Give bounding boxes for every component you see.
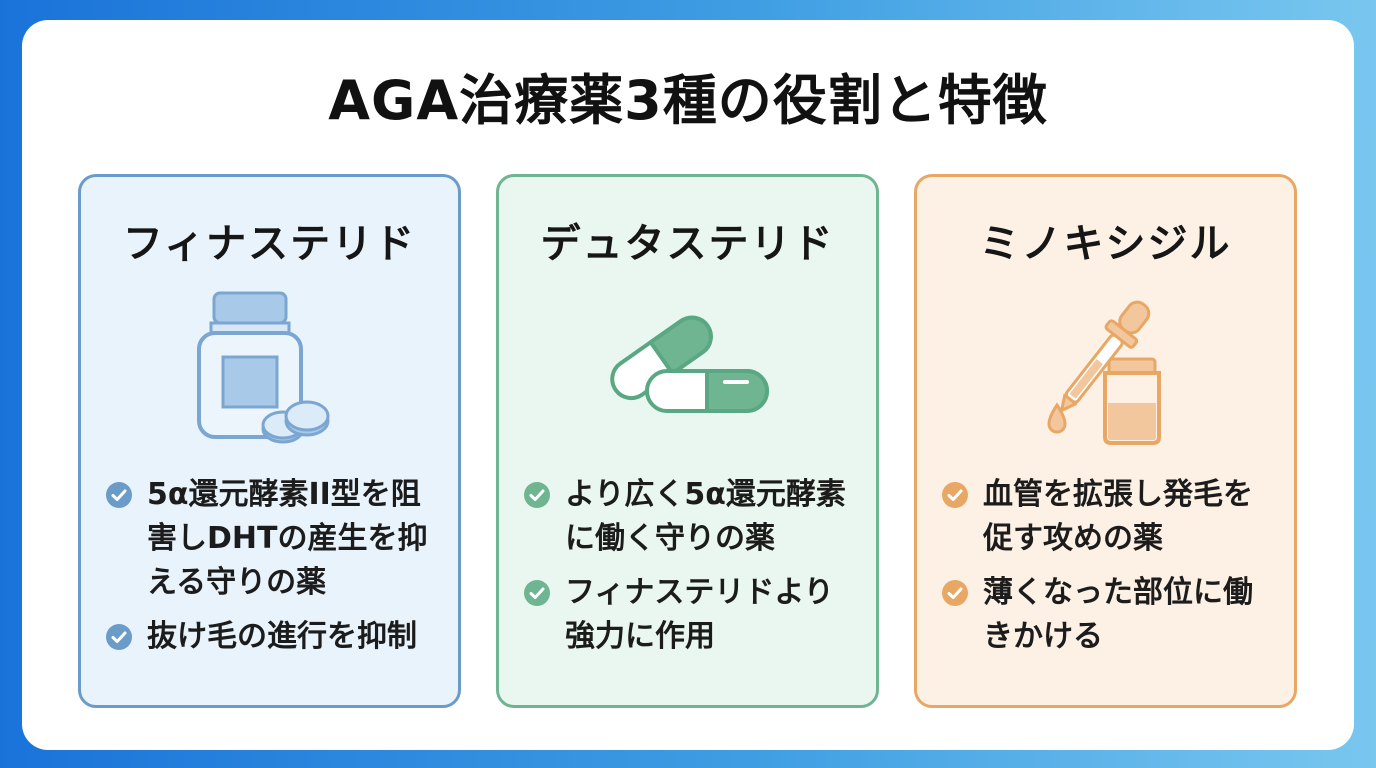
- list-item: 血管を拡張し発毛を促す攻めの薬: [941, 473, 1281, 561]
- card-title-minoxidil: ミノキシジル: [979, 221, 1232, 267]
- dropper-bottle-icon: [1047, 300, 1161, 445]
- card-finasteride: フィナステリド 5α還元酵素II型を阻害しDHTの産生を抑える守りの薬 抜け毛の…: [78, 174, 461, 708]
- card-minoxidil: ミノキシジル 血管を拡張し発毛を促す攻めの薬: [914, 174, 1297, 708]
- card-title-dutasteride: デュタステリド: [540, 221, 835, 267]
- check-circle-icon: [106, 482, 132, 508]
- bullet-list-dutasteride: より広く5α還元酵素に働く守りの薬 フィナステリドより強力に作用: [523, 473, 863, 669]
- list-item: 抜け毛の進行を抑制: [105, 615, 445, 659]
- capsules-icon: [610, 315, 769, 413]
- medicine-bottle-with-pills-icon: [197, 291, 330, 444]
- page-title: AGA治療薬3種の役割と特徴: [328, 69, 1048, 132]
- check-circle-icon: [524, 482, 550, 508]
- card-dutasteride: デュタステリド より広く5α還元酵素に働く守りの薬 フィナステリドより強力に作用: [496, 174, 879, 708]
- check-circle-icon: [106, 624, 132, 650]
- check-circle-icon: [942, 580, 968, 606]
- list-item: フィナステリドより強力に作用: [523, 571, 863, 659]
- check-circle-icon: [942, 482, 968, 508]
- bullet-text: 薄くなった部位に働きかける: [983, 575, 1253, 654]
- bullet-list-finasteride: 5α還元酵素II型を阻害しDHTの産生を抑える守りの薬 抜け毛の進行を抑制: [105, 473, 445, 669]
- list-item: 5α還元酵素II型を阻害しDHTの産生を抑える守りの薬: [105, 473, 445, 605]
- list-item: 薄くなった部位に働きかける: [941, 571, 1281, 659]
- card-title-finasteride: フィナステリド: [122, 221, 417, 267]
- bullet-list-minoxidil: 血管を拡張し発毛を促す攻めの薬 薄くなった部位に働きかける: [941, 473, 1281, 669]
- bullet-text: 血管を拡張し発毛を促す攻めの薬: [983, 477, 1253, 556]
- bullet-text: 抜け毛の進行を抑制: [147, 619, 417, 654]
- bullet-text: より広く5α還元酵素に働く守りの薬: [565, 477, 846, 556]
- list-item: より広く5α還元酵素に働く守りの薬: [523, 473, 863, 561]
- check-circle-icon: [524, 580, 550, 606]
- bullet-text: フィナステリドより強力に作用: [565, 575, 834, 654]
- bullet-text: 5α還元酵素II型を阻害しDHTの産生を抑える守りの薬: [147, 477, 428, 600]
